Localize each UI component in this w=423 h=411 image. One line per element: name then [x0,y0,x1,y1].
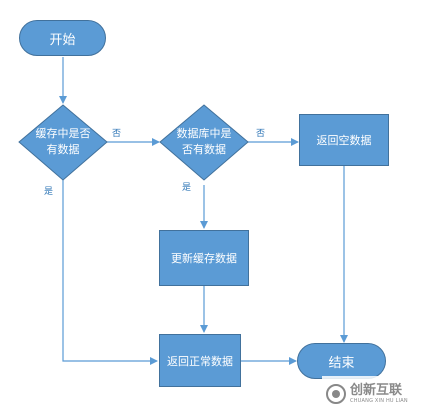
watermark: 创新互联 CHUANG XIN HU LIAN [322,376,423,411]
decision-db-line-1: 数据库中是 [176,127,232,140]
chuangxin-logo-icon [326,383,346,404]
decision-cache-label: 缓存中是否 有数据 [25,126,101,158]
edge-label-db-yes: 是 [182,183,192,193]
watermark-text: 创新互联 CHUANG XIN HU LIAN [350,384,408,404]
decision-db-line-2: 否有数据 [182,143,226,156]
decision-cache-shape [18,104,108,181]
edge-label-cache-no: 否 [112,129,122,139]
update-cache-node: 更新缓存数据 [159,230,249,286]
start-node: 开始 [19,20,106,56]
watermark-cn: 创新互联 [350,382,403,398]
decision-db-shape [159,104,249,181]
decision-cache-line-1: 缓存中是否 [35,127,91,140]
watermark-en: CHUANG XIN HU LIAN [350,397,408,404]
edge-label-cache-yes: 是 [44,187,54,197]
end-node: 结束 [297,343,386,379]
return-normal-node: 返回正常数据 [159,334,241,387]
decision-db-label: 数据库中是 否有数据 [166,126,242,158]
return-empty-node: 返回空数据 [299,114,389,166]
decision-cache-line-2: 有数据 [46,143,80,156]
edge-label-db-no: 否 [256,129,266,139]
edge-cache-yes-to-normal [62,180,158,365]
